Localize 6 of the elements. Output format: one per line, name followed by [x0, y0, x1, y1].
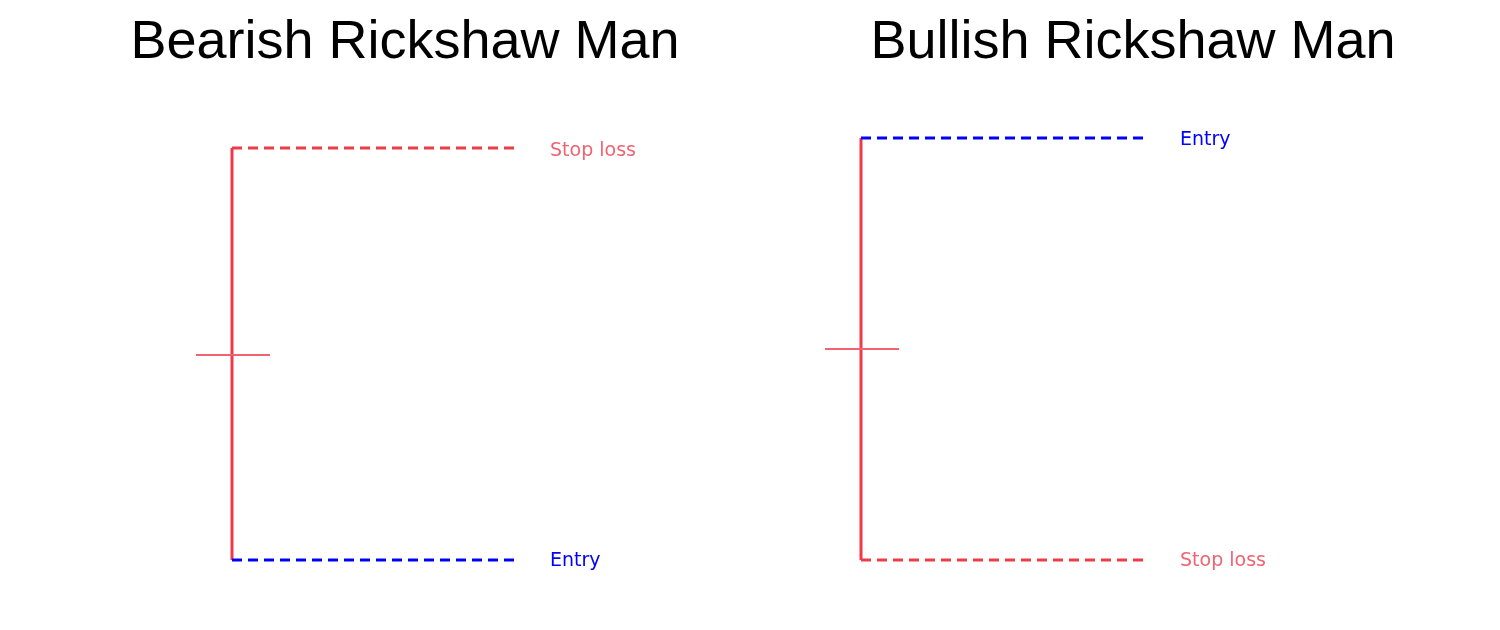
panel-heading: Bearish Rickshaw Man	[130, 8, 680, 70]
price-level-label: Entry	[550, 548, 601, 570]
price-level-label: Stop loss	[550, 138, 636, 160]
price-level-label: Entry	[1180, 127, 1231, 149]
panel-heading: Bullish Rickshaw Man	[870, 8, 1396, 70]
price-level-label: Stop loss	[1180, 548, 1266, 570]
